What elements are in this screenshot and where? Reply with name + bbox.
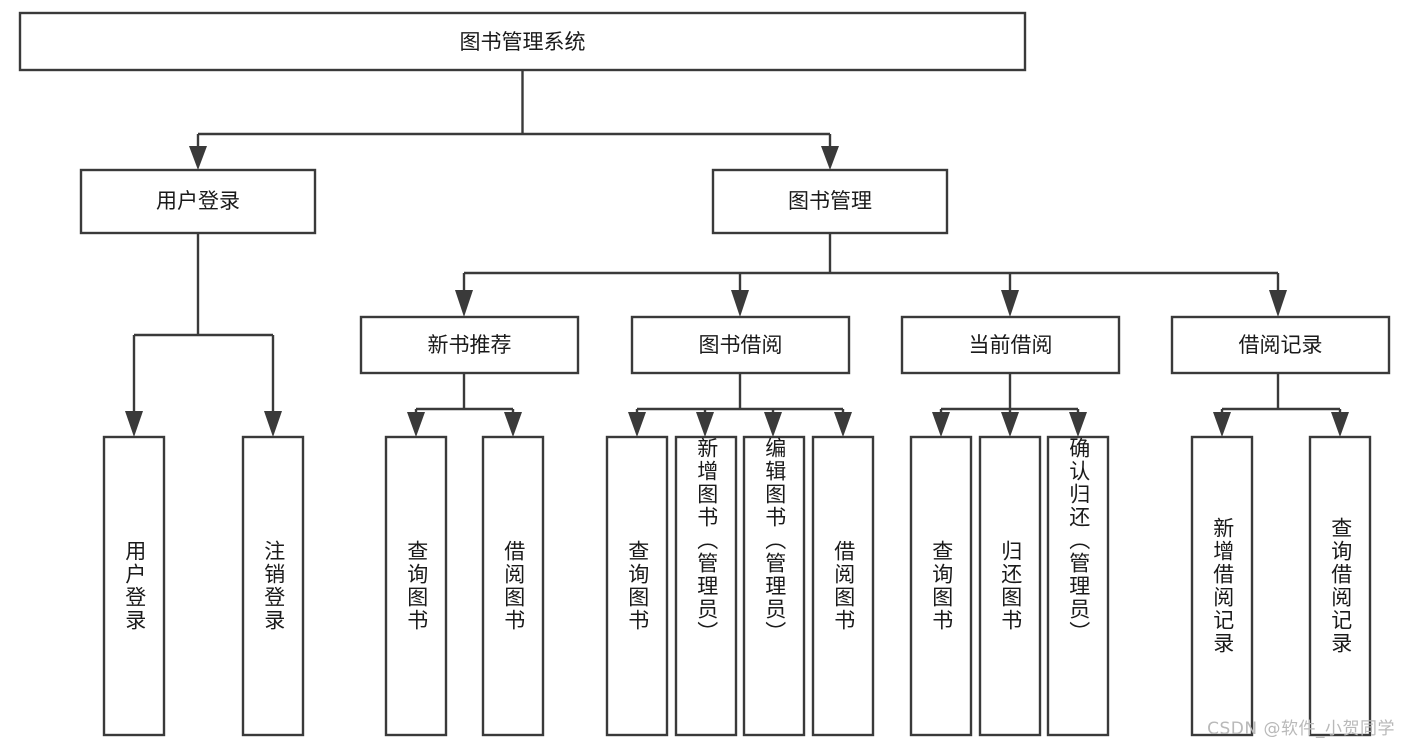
arrow-head-icon bbox=[696, 412, 714, 437]
node-user-login-box[interactable] bbox=[79, 168, 317, 235]
arrow-head-icon bbox=[1001, 290, 1019, 317]
arrow-head-icon bbox=[932, 412, 950, 437]
node-book-management-box[interactable] bbox=[711, 168, 949, 235]
arrow-head-icon bbox=[189, 146, 207, 170]
arrow-head-icon bbox=[731, 290, 749, 317]
node-user-login[interactable]: 用户登录 bbox=[79, 168, 317, 235]
node-new-book-recommend[interactable]: 新书推荐 bbox=[359, 315, 580, 375]
leaf-box-add-borrow-record[interactable] bbox=[1190, 435, 1254, 737]
leaf-box-edit-book[interactable] bbox=[742, 435, 806, 737]
arrow-head-icon bbox=[834, 412, 852, 437]
node-book-borrow[interactable]: 图书借阅 bbox=[630, 315, 851, 375]
node-current-borrow[interactable]: 当前借阅 bbox=[900, 315, 1121, 375]
connector-group-bookborrow-to-leaves bbox=[628, 373, 852, 437]
node-new-book-recommend-label: 新书推荐 bbox=[428, 333, 512, 357]
node-new-book-recommend-box[interactable] bbox=[359, 315, 580, 375]
connector-group-borrowrecord-to-leaves bbox=[1213, 373, 1349, 437]
leaf-group-book-borrow bbox=[605, 435, 875, 737]
arrow-head-icon bbox=[1001, 412, 1019, 437]
node-root-label: 图书管理系统 bbox=[460, 30, 586, 54]
leaf-box-return-book[interactable] bbox=[978, 435, 1042, 737]
leaf-box-user-login[interactable] bbox=[102, 435, 166, 737]
arrow-head-icon bbox=[1213, 412, 1231, 437]
node-current-borrow-box[interactable] bbox=[900, 315, 1121, 375]
node-root[interactable]: 图书管理系统 bbox=[18, 11, 1027, 72]
leaf-box-borrow-book-2[interactable] bbox=[811, 435, 875, 737]
node-user-login-label: 用户登录 bbox=[156, 189, 240, 213]
leaf-group-borrow-record bbox=[1190, 435, 1372, 737]
arrow-head-icon bbox=[125, 411, 143, 437]
arrow-head-icon bbox=[764, 412, 782, 437]
arrow-head-icon bbox=[1331, 412, 1349, 437]
leaf-group-user-login bbox=[102, 435, 305, 737]
node-borrow-record-label: 借阅记录 bbox=[1239, 333, 1323, 357]
watermark-text: CSDN @软件_小贺同学 bbox=[1207, 719, 1395, 739]
leaf-group-new-book-recommend bbox=[384, 435, 545, 737]
node-book-borrow-box[interactable] bbox=[630, 315, 851, 375]
arrow-head-icon bbox=[1069, 412, 1087, 437]
arrow-head-icon bbox=[1269, 290, 1287, 317]
arrow-head-icon bbox=[504, 412, 522, 437]
leaf-box-confirm-return[interactable] bbox=[1046, 435, 1110, 737]
leaf-box-query-book-2[interactable] bbox=[605, 435, 669, 737]
node-borrow-record-box[interactable] bbox=[1170, 315, 1391, 375]
node-borrow-record[interactable]: 借阅记录 bbox=[1170, 315, 1391, 375]
leaf-box-query-borrow-record[interactable] bbox=[1308, 435, 1372, 737]
connector-group-currentborrow-to-leaves bbox=[932, 373, 1087, 437]
arrow-head-icon bbox=[455, 290, 473, 317]
arrow-head-icon bbox=[628, 412, 646, 437]
node-book-management-label: 图书管理 bbox=[788, 189, 872, 213]
arrow-head-icon bbox=[821, 146, 839, 170]
connector-group-userlogin-to-leaves bbox=[125, 233, 282, 437]
node-book-management[interactable]: 图书管理 bbox=[711, 168, 949, 235]
connector-group-bookmgmt-to-level3 bbox=[455, 233, 1287, 317]
leaf-box-borrow-book-1[interactable] bbox=[481, 435, 545, 737]
arrow-head-icon bbox=[407, 412, 425, 437]
leaf-box-add-book[interactable] bbox=[674, 435, 738, 737]
node-book-borrow-label: 图书借阅 bbox=[699, 333, 783, 357]
leaf-group-current-borrow bbox=[909, 435, 1110, 737]
leaf-box-logout[interactable] bbox=[241, 435, 305, 737]
connector-group-root-to-level2 bbox=[189, 70, 839, 170]
arrow-head-icon bbox=[264, 411, 282, 437]
node-root-box[interactable] bbox=[18, 11, 1027, 72]
leaf-box-query-book-3[interactable] bbox=[909, 435, 973, 737]
node-current-borrow-label: 当前借阅 bbox=[969, 333, 1053, 357]
connector-group-newbook-to-leaves bbox=[407, 373, 522, 437]
leaf-box-query-book-1[interactable] bbox=[384, 435, 448, 737]
